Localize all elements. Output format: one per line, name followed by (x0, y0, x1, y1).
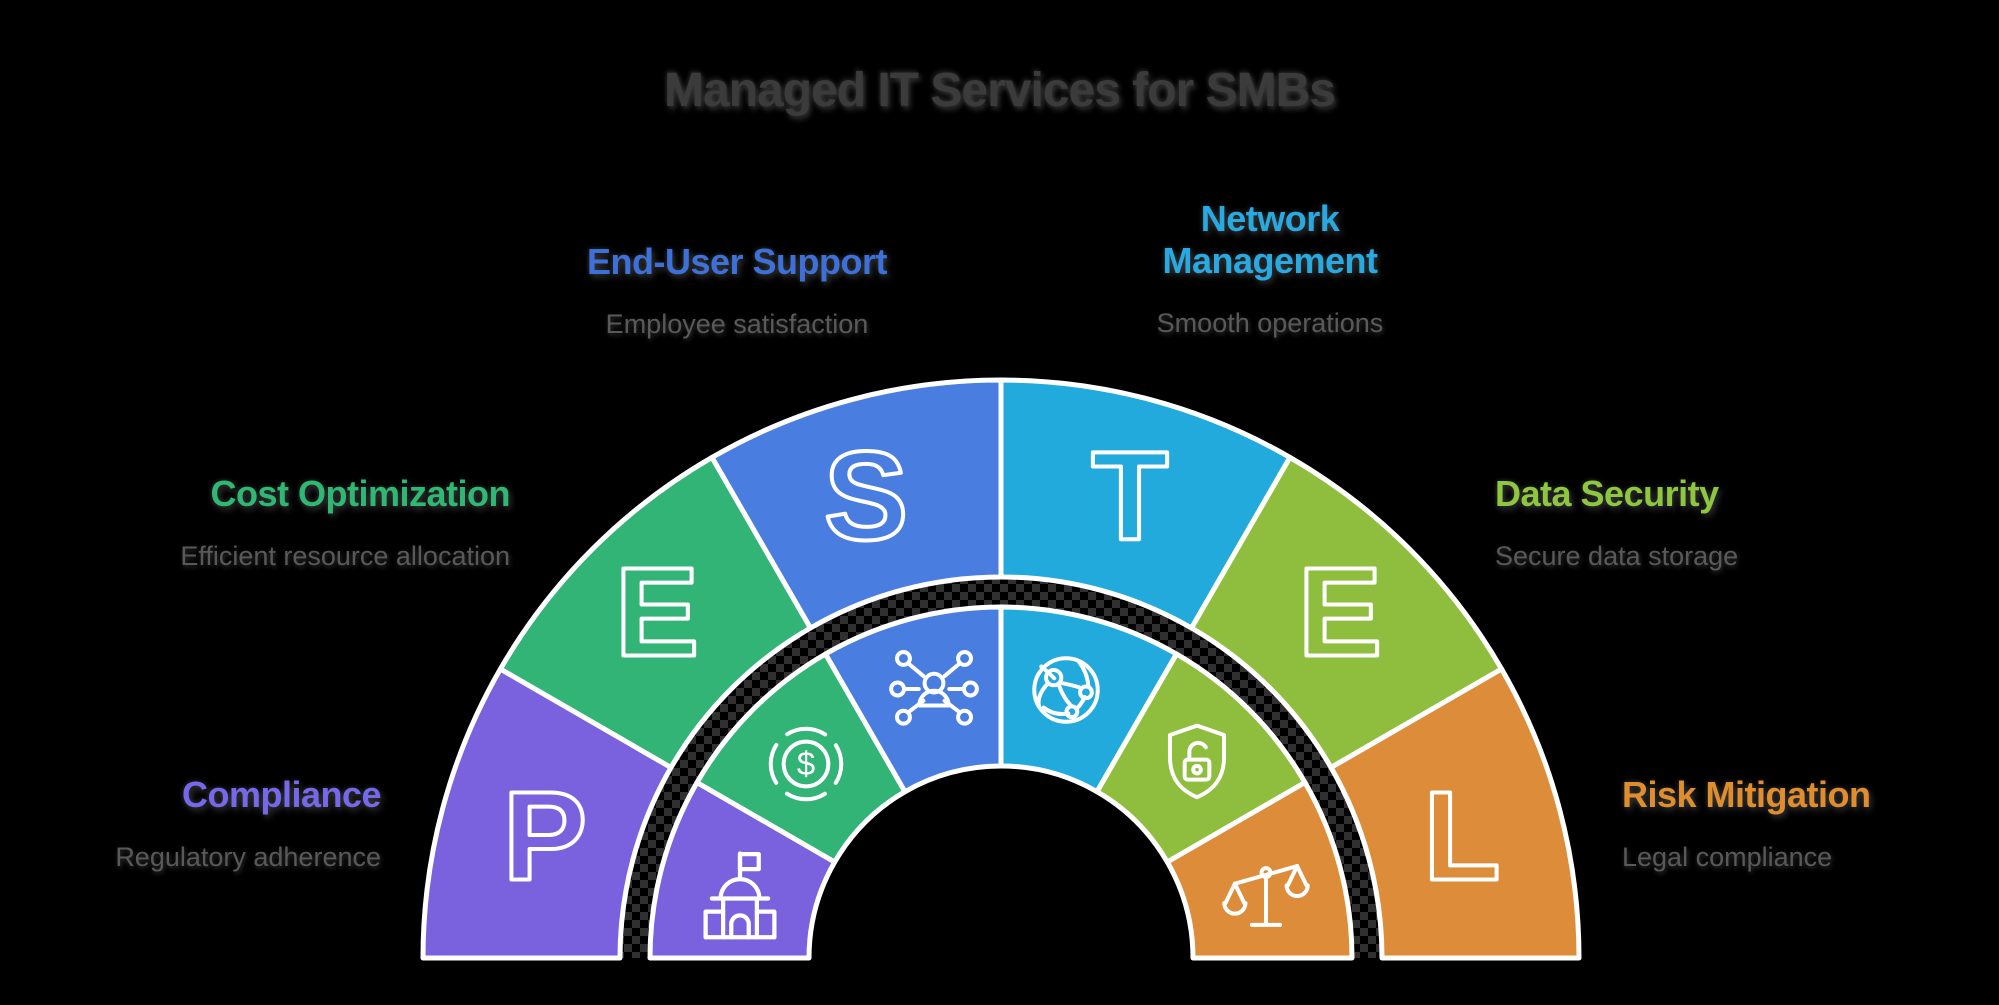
page-title: Managed IT Services for SMBs (664, 64, 1336, 117)
ring-letter-p: P (503, 766, 587, 907)
label-block-network-management: Network Management Smooth operations (1145, 198, 1395, 339)
label-subtitle-cost-optimization: Efficient resource allocation (180, 541, 510, 571)
ring-letter-t: T (1092, 426, 1169, 567)
segment-outer-legal (1328, 666, 1582, 961)
label-subtitle-compliance: Regulatory adherence (115, 842, 381, 872)
label-block-compliance: Compliance Regulatory adherence (115, 774, 381, 873)
ring-letter-e1: E (615, 542, 699, 683)
ring-letter-e2: E (1298, 542, 1382, 683)
ring-letter-s: S (824, 426, 908, 567)
segment-inner-legal (1164, 780, 1355, 961)
label-heading-data-security: Data Security (1495, 473, 1719, 514)
label-heading-compliance: Compliance (181, 774, 382, 815)
label-block-data-security: Data Security Secure data storage (1495, 473, 1738, 572)
label-subtitle-data-security: Secure data storage (1495, 541, 1739, 571)
label-subtitle-end-user-support: Employee satisfaction (605, 309, 869, 339)
label-block-risk-mitigation: Risk Mitigation Legal compliance (1622, 774, 1871, 873)
label-subtitle-risk-mitigation: Legal compliance (1622, 842, 1833, 872)
label-heading-cost-optimization: Cost Optimization (210, 473, 511, 514)
label-block-cost-optimization: Cost Optimization Efficient resource all… (180, 473, 510, 572)
label-heading-risk-mitigation: Risk Mitigation (1622, 774, 1871, 815)
label-heading-end-user-support: End-User Support (586, 241, 888, 282)
label-heading-network-management: Network Management (1162, 198, 1378, 281)
label-block-end-user-support: End-User Support Employee satisfaction (586, 241, 888, 340)
ring-letter-l: L (1424, 766, 1501, 907)
label-subtitle-network-management: Smooth operations (1156, 308, 1384, 338)
